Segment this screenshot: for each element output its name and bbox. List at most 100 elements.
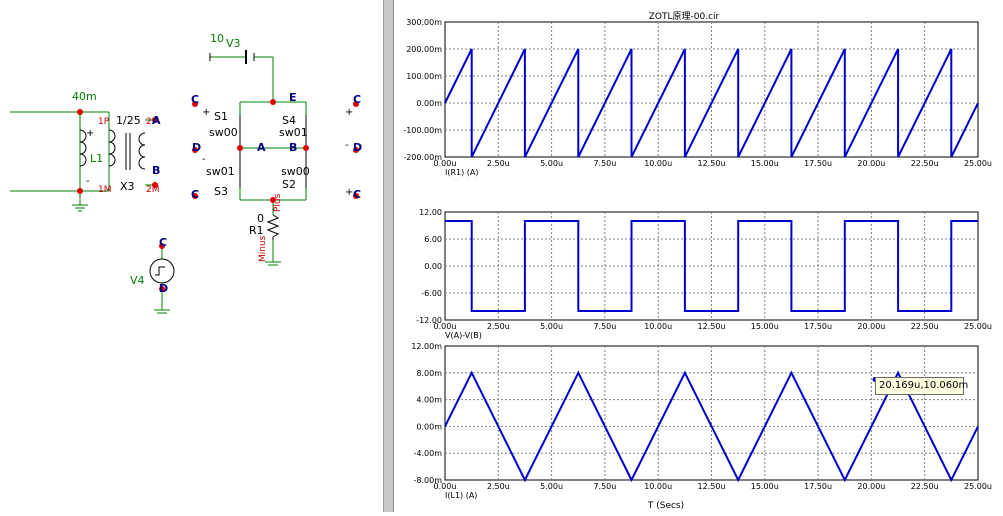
y-tick-label: 300.00m [406,18,442,27]
pin-1m: 1M [98,185,112,195]
cursor-readout-tooltip: 20.169u,10.060m [875,377,968,395]
y-tick-label: -8.00m [414,476,443,485]
x-tick-label: 0.00u [434,159,457,168]
node-a-bridge: A [257,141,266,154]
node-d-right: D [353,141,362,154]
y-axis-label: V(A)-V(B) [445,331,482,340]
x-tick-label: 7.50u [593,482,616,491]
inductor-name: L1 [90,152,103,165]
x-tick-label: 0.00u [434,482,457,491]
switch-s3: S3 [214,185,228,198]
y-tick-label: -12.00 [416,316,442,325]
x-axis-title: T (Secs) [647,501,684,511]
x-tick-label: 20.00u [857,322,885,331]
x-tick-label: 17.50u [804,322,832,331]
dot-plus-l1: + [86,128,94,139]
x-tick-label: 25.00u [964,322,992,331]
x-tick-label: 17.50u [804,159,832,168]
dot-minus-d-left: - [202,154,206,165]
switch-s4-model: sw01 [279,126,308,139]
battery-name: V3 [226,37,241,50]
x-tick-label: 25.00u [964,159,992,168]
y-axis-label: I(L1) (A) [445,491,477,500]
resistor-value: 0 [257,212,264,225]
series-line [444,48,979,158]
pin-1p: 1P [98,117,110,127]
x-tick-label: 12.50u [698,322,726,331]
x-tick-label: 22.50u [911,482,939,491]
source-name: V4 [130,274,145,287]
node-d-left: D [192,141,201,154]
y-tick-label: -200.00m [403,153,442,162]
x-tick-label: 22.50u [911,159,939,168]
switch-s1: S1 [214,110,228,123]
pin-2m: 2M [146,185,160,195]
x-tick-label: 5.00u [540,159,563,168]
transformer-name: X3 [120,180,135,193]
pin-2p: 2P [146,117,158,127]
y-tick-label: 0.00m [416,422,442,431]
y-tick-label: -4.00m [414,449,443,458]
node-a-transformer: A [152,114,161,127]
input-label: 40m [72,90,97,103]
y-tick-label: 8.00m [416,369,442,378]
x-tick-label: 5.00u [540,322,563,331]
x-tick-label: 15.00u [751,322,779,331]
dot-minus-d-right: - [345,140,349,151]
dot-minus-l1: - [86,176,90,187]
node-c-right-bottom: C [353,188,361,201]
battery-value: 10 [210,32,224,45]
chart-current-r1[interactable]: 0.00u 2.50u 5.00u 7.50u 10.00u 12.50u 15.00u 17… [403,18,992,177]
y-tick-label: 0.00m [416,99,442,108]
y-tick-label: 100.00m [406,72,442,81]
y-tick-label: 12.00 [419,208,442,217]
x-tick-label: 10.00u [644,482,672,491]
switch-s4: S4 [282,114,296,127]
switch-s3-model: sw01 [206,165,235,178]
schematic-drawing: 40m 1/25 L1 X3 10 V3 S1 S4 sw00 sw01 sw0… [10,32,362,314]
dot-plus-c-left: + [202,107,210,118]
x-tick-label: 20.00u [857,159,885,168]
series-line [445,220,978,312]
node-c-right-top: C [353,93,361,106]
node-e: E [289,91,297,104]
x-tick-label: 15.00u [751,159,779,168]
node-b-transformer: B [152,164,160,177]
x-tick-label: 5.00u [540,482,563,491]
x-tick-label: 17.50u [804,482,832,491]
x-tick-label: 7.50u [593,159,616,168]
y-tick-label: 12.00m [411,342,442,351]
x-tick-label: 7.50u [593,322,616,331]
node-b-bridge: B [289,141,297,154]
dot-plus-c-right-bottom: + [345,187,353,198]
minus-label: Minus [258,235,268,262]
y-tick-label: 0.00 [424,262,442,271]
switch-s2-model: sw00 [281,165,310,178]
x-tick-label: 15.00u [751,482,779,491]
pane-splitter[interactable] [383,0,394,512]
x-tick-label: 12.50u [698,159,726,168]
x-tick-label: 2.50u [487,159,510,168]
x-tick-label: 25.00u [964,482,992,491]
y-axis-label: I(R1) (A) [445,168,479,177]
y-tick-label: -6.00 [421,289,442,298]
y-tick-label: 200.00m [406,45,442,54]
y-tick-label: 6.00 [424,235,442,244]
node-c-source: C [159,236,167,249]
x-tick-label: 10.00u [644,322,672,331]
dot-plus-c-right: + [345,107,353,118]
coupling-ratio: 1/25 [116,114,141,127]
node-d-source: D [159,282,168,295]
y-tick-label: 4.00m [416,396,442,405]
node-c-left-bottom: C [191,188,199,201]
switch-s2: S2 [282,178,296,191]
x-tick-label: 2.50u [487,322,510,331]
y-tick-label: -100.00m [403,126,442,135]
x-tick-label: 10.00u [644,159,672,168]
x-tick-label: 22.50u [911,322,939,331]
schematic-canvas[interactable]: 40m 1/25 L1 X3 10 V3 S1 S4 sw00 sw01 sw0… [0,0,383,512]
